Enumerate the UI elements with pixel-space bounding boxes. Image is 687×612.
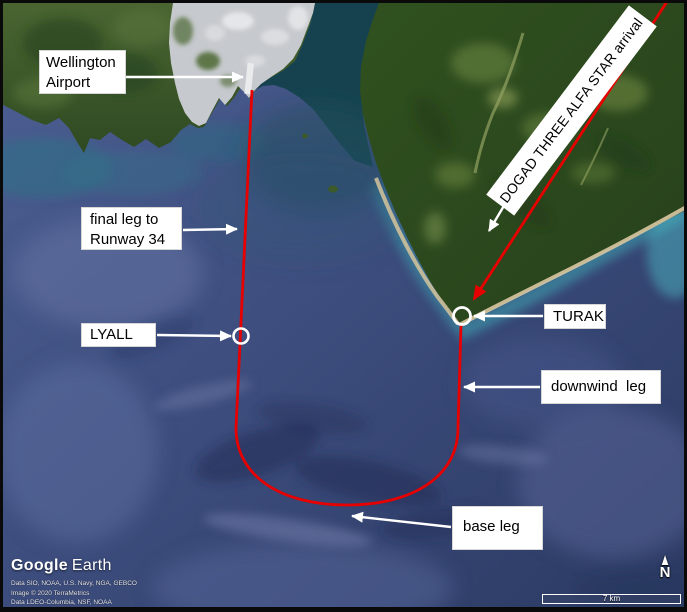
- arrow-final-leg: [182, 223, 238, 235]
- logo-earth: Earth: [71, 557, 112, 574]
- callout-text: base leg: [463, 518, 520, 535]
- compass-label: N: [659, 564, 671, 581]
- attribution-line: Image © 2020 TerraMetrics: [11, 589, 90, 597]
- callout-wellington-airport: Wellington Airport: [39, 50, 126, 94]
- callout-text: downwind leg: [551, 378, 647, 395]
- arrow-lyall: [156, 330, 232, 342]
- waypoint-circle-turak: [452, 306, 472, 326]
- map-attribution: Data SIO, NOAA, U.S. Navy, NGA, GEBCO Im…: [11, 579, 137, 607]
- logo-google: Google: [11, 557, 68, 574]
- arrow-base-leg: [351, 511, 452, 529]
- callout-text: LYALL: [90, 326, 133, 343]
- attribution-line: Data LDEO-Columbia, NSF, NOAA: [11, 599, 112, 606]
- callout-text: Runway 34: [90, 231, 166, 248]
- route-overlay: [126, 3, 668, 529]
- route-circuit-line: [234, 89, 463, 507]
- scale-bar: 7 km: [542, 594, 681, 604]
- scale-label: 7 km: [602, 594, 621, 603]
- callout-text: Airport: [46, 74, 91, 91]
- callout-turak: TURAK: [544, 304, 606, 329]
- callout-final-leg: final leg to Runway 34: [81, 207, 182, 250]
- airport-runway: [244, 62, 255, 95]
- satellite-map[interactable]: Wellington Airport final leg to Runway 3…: [3, 3, 684, 607]
- north-arrow-icon: ▲: [659, 549, 671, 569]
- compass-north[interactable]: ▲ N: [653, 549, 677, 581]
- callout-text: final leg to: [90, 211, 159, 228]
- callout-text: TURAK: [553, 308, 604, 325]
- attribution-line: Data SIO, NOAA, U.S. Navy, NGA, GEBCO: [11, 580, 137, 587]
- callout-lyall: LYALL: [81, 323, 156, 347]
- callout-downwind-leg: downwind leg: [541, 370, 661, 404]
- callout-text: Wellington: [46, 54, 116, 71]
- callout-base-leg: base leg: [452, 506, 543, 550]
- waypoint-circle-lyall: [232, 327, 250, 345]
